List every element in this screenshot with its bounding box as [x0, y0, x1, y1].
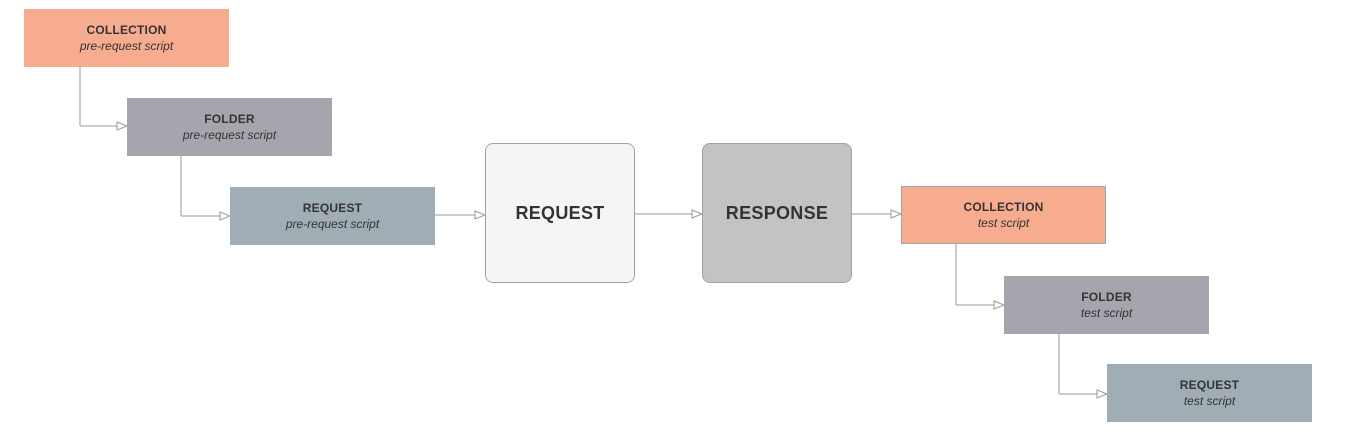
- arrowhead: [691, 209, 704, 219]
- box-title: RESPONSE: [725, 203, 829, 223]
- box-subtitle: pre-request script: [79, 39, 174, 53]
- box-title: FOLDER: [1081, 290, 1132, 304]
- box-subtitle: test script: [1183, 394, 1236, 408]
- box-title: REQUEST: [1179, 378, 1240, 392]
- arrowhead: [993, 300, 1006, 310]
- arrowhead: [219, 211, 232, 221]
- box-subtitle: pre-request script: [182, 128, 277, 142]
- box-title: COLLECTION: [86, 23, 167, 37]
- request-pre-request-box: REQUEST pre-request script: [230, 187, 435, 245]
- box-title: REQUEST: [515, 203, 605, 223]
- box-title: FOLDER: [204, 112, 255, 126]
- arrowhead: [1096, 389, 1109, 399]
- arrowhead: [890, 209, 903, 219]
- folder-pre-request-box: FOLDER pre-request script: [127, 98, 332, 156]
- box-subtitle: pre-request script: [285, 217, 380, 231]
- box-subtitle: test script: [1080, 306, 1133, 320]
- collection-pre-request-box: COLLECTION pre-request script: [24, 9, 229, 67]
- response-main-box: RESPONSE: [702, 143, 852, 283]
- folder-test-box: FOLDER test script: [1004, 276, 1209, 334]
- box-subtitle: test script: [977, 216, 1030, 230]
- collection-test-box: COLLECTION test script: [901, 186, 1106, 244]
- box-title: REQUEST: [302, 201, 363, 215]
- request-test-box: REQUEST test script: [1107, 364, 1312, 422]
- arrowhead: [474, 210, 487, 220]
- box-title: COLLECTION: [963, 200, 1044, 214]
- arrowhead: [116, 121, 129, 131]
- request-main-box: REQUEST: [485, 143, 635, 283]
